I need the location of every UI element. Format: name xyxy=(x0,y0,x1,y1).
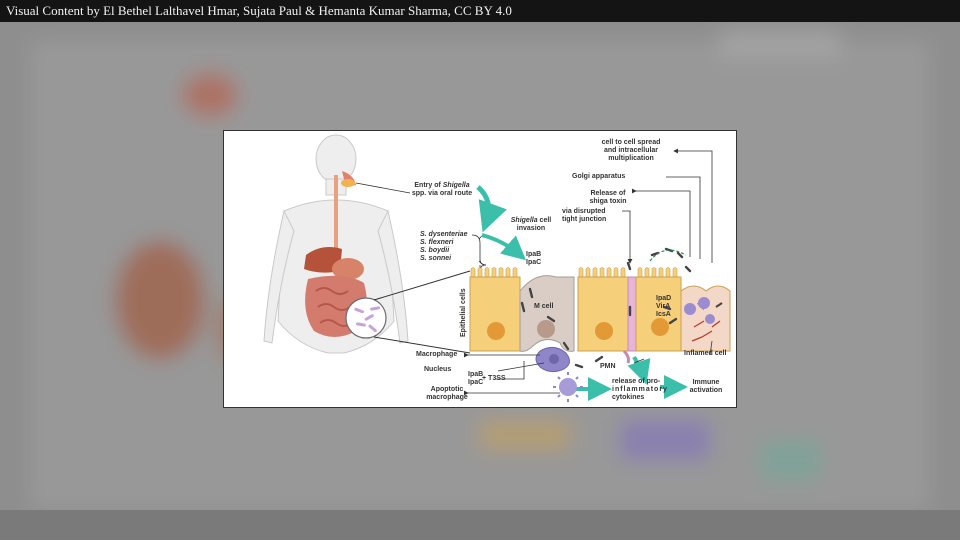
shigella-bacteria xyxy=(520,247,692,369)
golgi-label: Golgi apparatus xyxy=(572,173,626,180)
species-item: S. dysenteriae xyxy=(420,231,468,238)
species-item: S. boydii xyxy=(420,247,450,254)
effectors-label: IpaD VirA IcsA xyxy=(656,295,672,318)
nucleus-icon xyxy=(487,322,505,340)
inflamed-cell-label: Inflamed cell xyxy=(684,350,727,357)
macrophage-label: Macrophage xyxy=(416,351,458,358)
shiga-toxin-label: Release of shiga toxin xyxy=(589,190,627,205)
cytokine-arrow xyxy=(627,356,651,385)
shigella-pathogenesis-figure: Entry of Shigella spp. via oral route S.… xyxy=(223,130,737,408)
apoptotic-macrophage-icon xyxy=(553,372,583,402)
nucleus-label: Nucleus xyxy=(424,366,452,373)
cytokines-label: release of pro- inflammatory cytokines xyxy=(612,378,668,401)
pmn-label: PMN xyxy=(600,363,616,370)
ipab-ipac-bottom-label: IpaB IpaC xyxy=(468,371,484,386)
liver-icon xyxy=(304,247,342,273)
m-cell-label: M cell xyxy=(534,303,554,310)
epithelial-cells-label: Epithelial cells xyxy=(460,288,467,337)
epithelial-cell xyxy=(635,276,682,352)
attribution-caption: Visual Content by El Bethel Lalthavel Hm… xyxy=(0,0,960,22)
bacteria-magnified-icon xyxy=(345,297,387,339)
entry-arrow xyxy=(476,185,507,233)
species-list: S. dysenteriae S. flexneri S. boydii S. … xyxy=(420,231,467,263)
epithelial-layer xyxy=(469,267,731,352)
spread-label: cell to cell spread and intracellular mu… xyxy=(601,139,661,162)
immune-activation-label: Immune activation xyxy=(689,379,723,394)
t3ss-label: + T3SS xyxy=(482,375,506,382)
nucleus-icon xyxy=(537,320,555,338)
stomach-icon xyxy=(332,258,364,280)
invasion-label: Shigella cell invasion xyxy=(510,217,552,232)
entry-label: Entry of Shigella spp. via oral route xyxy=(411,182,473,197)
species-item: S. sonnei xyxy=(420,255,452,262)
nucleus-icon xyxy=(651,318,669,336)
species-bracket xyxy=(471,234,487,272)
species-item: S. flexneri xyxy=(420,239,454,246)
ipab-ipac-top-label: IpaB IpaC xyxy=(526,251,542,266)
nucleus-icon xyxy=(595,322,613,340)
apoptotic-macrophage-label: Apoptotic macrophage xyxy=(426,386,468,401)
m-cell xyxy=(519,275,575,352)
diagram-artwork xyxy=(263,134,731,402)
tight-junction-label: via disrupted tight junction xyxy=(562,208,607,223)
invasion-arrow xyxy=(481,233,527,261)
